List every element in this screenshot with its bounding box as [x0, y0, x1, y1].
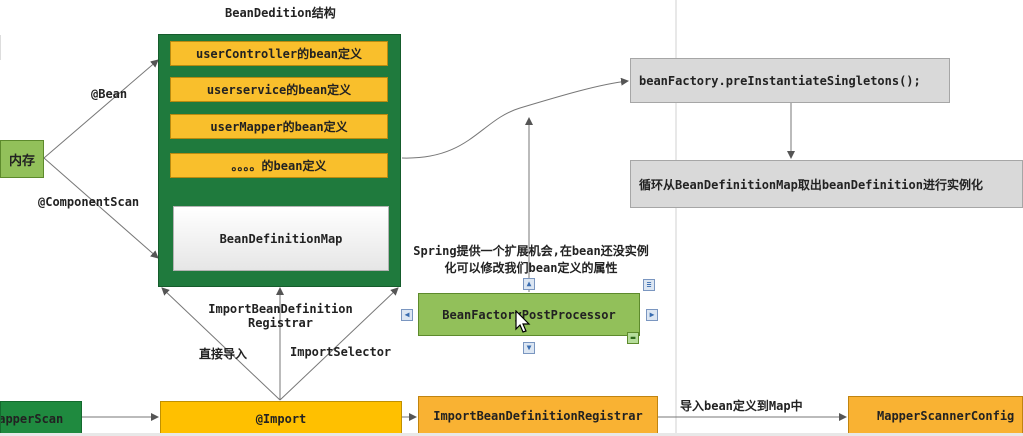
import-to-map-label: 导入bean定义到Map中	[680, 399, 803, 413]
bean-arrow	[43, 59, 159, 159]
layout-handle-icon[interactable]: ▬	[627, 332, 639, 344]
import-registrar-label-line1: ImportBeanDefinition	[208, 302, 353, 316]
import-registrar-arrow	[279, 287, 399, 401]
bean-definition-map-label: BeanDefinitionMap	[219, 231, 343, 246]
loop-instantiate-box: 循环从BeanDefinitionMap取出beanDefinition进行实例…	[630, 160, 1023, 208]
bean-definition-item: userController的bean定义	[170, 41, 388, 66]
pre-instantiate-label: beanFactory.preInstantiateSingletons();	[639, 73, 921, 88]
post-processor-label: BeanFactoryPostProcessor	[442, 307, 616, 322]
bottom-strip	[0, 433, 1023, 436]
extension-note: Spring提供一个扩展机会,在bean还没实例 化可以修改我们bean定义的属…	[411, 242, 651, 276]
arrow-down-handle-icon[interactable]: ▼	[523, 342, 535, 354]
bean-definition-item: userMapper的bean定义	[170, 114, 388, 139]
bean-definition-label: userservice的bean定义	[206, 83, 352, 97]
bean-definition-label: 。。。。的bean定义	[231, 159, 327, 173]
bean-factory-post-processor-box[interactable]: BeanFactoryPostProcessor	[418, 293, 640, 336]
loop-instantiate-label: 循环从BeanDefinitionMap取出beanDefinition进行实例…	[639, 177, 983, 192]
bean-label: @Bean	[91, 87, 128, 101]
component-scan-label: @ComponentScan	[38, 195, 140, 209]
registrar-label: ImportBeanDefinitionRegistrar	[433, 409, 643, 423]
bean-definition-label: userMapper的bean定义	[210, 120, 348, 134]
bean-definition-label: userController的bean定义	[195, 47, 363, 61]
component-scan-arrow	[43, 157, 159, 259]
mouse-cursor-icon	[515, 310, 531, 333]
mapper-scan-box: MapperScan	[0, 401, 82, 436]
mapper-scanner-config-label: MapperScannerConfig	[877, 409, 1015, 423]
bean-definition-item: userservice的bean定义	[170, 77, 388, 102]
bean-definition-map: BeanDefinitionMap	[173, 206, 389, 271]
import-label: @Import	[255, 411, 307, 426]
extension-note-line2: 化可以修改我们bean定义的属性	[444, 261, 618, 275]
to-preinstantiate-arrow	[401, 77, 629, 159]
mapper-scan-label: MapperScan	[1, 411, 64, 426]
import-box: @Import	[160, 401, 402, 436]
extension-note-line1: Spring提供一个扩展机会,在bean还没实例	[413, 244, 649, 258]
memory-box-label: 内存	[8, 153, 35, 169]
import-registrar-label: ImportBeanDefinition Registrar	[203, 302, 358, 330]
diagram-title: BeanDedition结构	[225, 6, 336, 20]
menu-handle-icon[interactable]: ≡	[643, 279, 655, 291]
pre-instantiate-box: beanFactory.preInstantiateSingletons();	[630, 58, 950, 103]
import-registrar-label-line2: Registrar	[247, 316, 314, 330]
direct-import-arrow	[161, 287, 281, 401]
memory-box: 内存	[0, 140, 44, 178]
arrow-up-handle-icon[interactable]: ▲	[523, 278, 535, 290]
arrow-left-handle-icon[interactable]: ◀	[401, 309, 413, 321]
arrow-right-handle-icon[interactable]: ▶	[646, 309, 658, 321]
bean-definition-item: 。。。。的bean定义	[170, 153, 388, 178]
direct-import-label: 直接导入	[199, 347, 248, 361]
mapper-scanner-config-box: MapperScannerConfig	[848, 396, 1023, 436]
import-selector-label: ImportSelector	[290, 345, 392, 359]
registrar-box: ImportBeanDefinitionRegistrar	[418, 396, 658, 436]
